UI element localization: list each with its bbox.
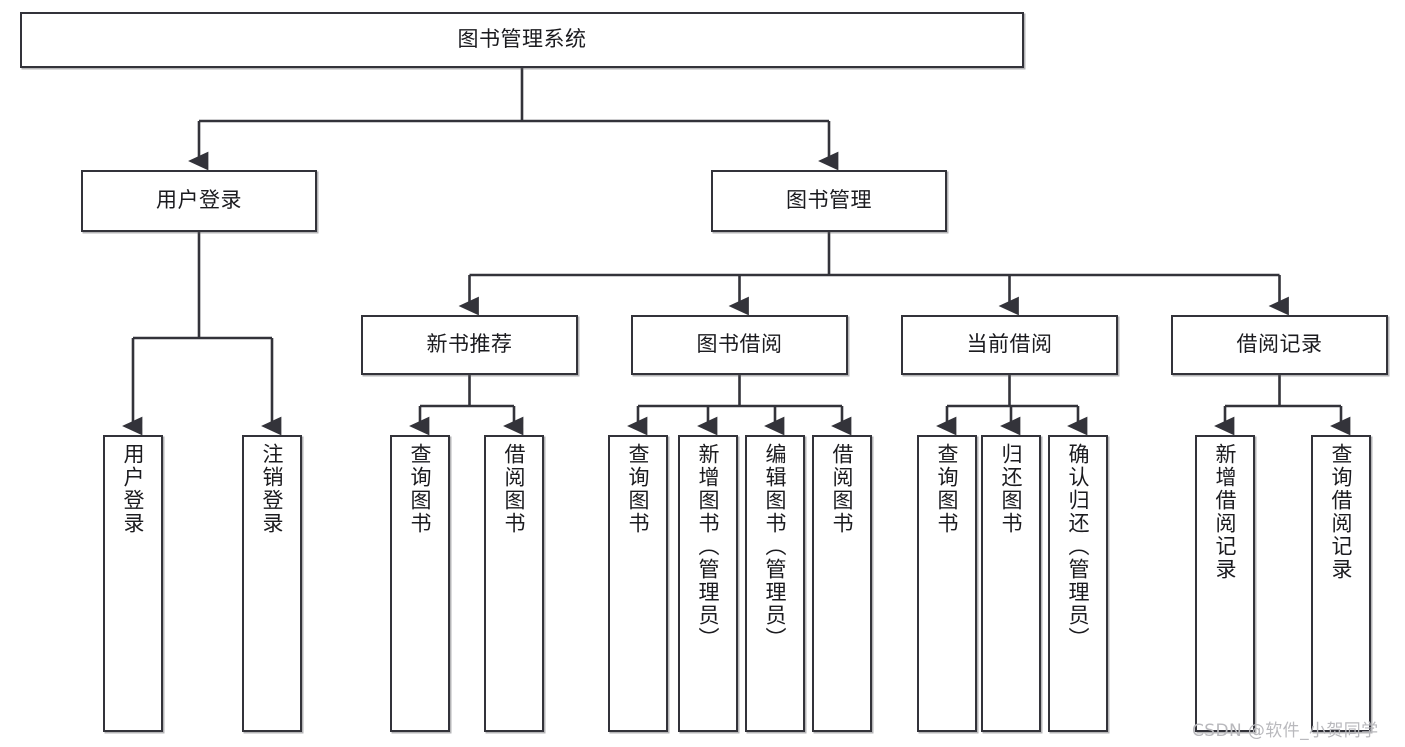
node-borrow[interactable]: 图书借阅 — [631, 315, 848, 375]
node-label: 用户登录 — [156, 188, 242, 213]
node-label: 用户登录 — [121, 443, 146, 535]
node-label: 编辑图书（管理员） — [763, 443, 788, 650]
node-leaf-bo-edit[interactable]: 编辑图书（管理员） — [745, 435, 805, 732]
node-root[interactable]: 图书管理系统 — [20, 12, 1024, 68]
node-leaf-cur-query[interactable]: 查询图书 — [917, 435, 977, 732]
node-label: 归还图书 — [999, 443, 1024, 535]
node-leaf-user-logout[interactable]: 注销登录 — [242, 435, 302, 732]
node-label: 查询图书 — [626, 443, 651, 535]
node-login[interactable]: 用户登录 — [81, 170, 317, 232]
node-label: 新增图书（管理员） — [696, 443, 721, 650]
node-label: 新书推荐 — [426, 332, 513, 357]
node-leaf-rec-add[interactable]: 新增借阅记录 — [1195, 435, 1255, 732]
node-leaf-user-login[interactable]: 用户登录 — [103, 435, 163, 732]
node-leaf-cur-return[interactable]: 归还图书 — [981, 435, 1041, 732]
node-newbook[interactable]: 新书推荐 — [361, 315, 578, 375]
node-records[interactable]: 借阅记录 — [1171, 315, 1388, 375]
node-leaf-nb-borrow[interactable]: 借阅图书 — [484, 435, 544, 732]
watermark-label: CSDN @软件_小贺同学 — [1192, 721, 1379, 741]
node-label: 确认归还（管理员） — [1066, 443, 1091, 650]
node-current[interactable]: 当前借阅 — [901, 315, 1118, 375]
node-label: 借阅图书 — [502, 443, 527, 535]
node-label: 图书管理系统 — [457, 27, 587, 52]
node-label: 查询借阅记录 — [1329, 443, 1354, 581]
node-label: 图书管理 — [786, 188, 872, 213]
node-label: 当前借阅 — [966, 332, 1053, 357]
node-label: 图书借阅 — [696, 332, 783, 357]
node-leaf-cur-confirm[interactable]: 确认归还（管理员） — [1048, 435, 1108, 732]
node-leaf-bo-query[interactable]: 查询图书 — [608, 435, 668, 732]
node-label: 查询图书 — [408, 443, 433, 535]
node-leaf-rec-query[interactable]: 查询借阅记录 — [1311, 435, 1371, 732]
node-label: 借阅图书 — [830, 443, 855, 535]
node-label: 查询图书 — [935, 443, 960, 535]
node-leaf-bo-borrow[interactable]: 借阅图书 — [812, 435, 872, 732]
node-leaf-bo-add[interactable]: 新增图书（管理员） — [678, 435, 738, 732]
node-label: 注销登录 — [260, 443, 285, 535]
node-bookmgmt[interactable]: 图书管理 — [711, 170, 947, 232]
node-leaf-nb-query[interactable]: 查询图书 — [390, 435, 450, 732]
node-label: 新增借阅记录 — [1213, 443, 1238, 581]
node-label: 借阅记录 — [1236, 332, 1323, 357]
